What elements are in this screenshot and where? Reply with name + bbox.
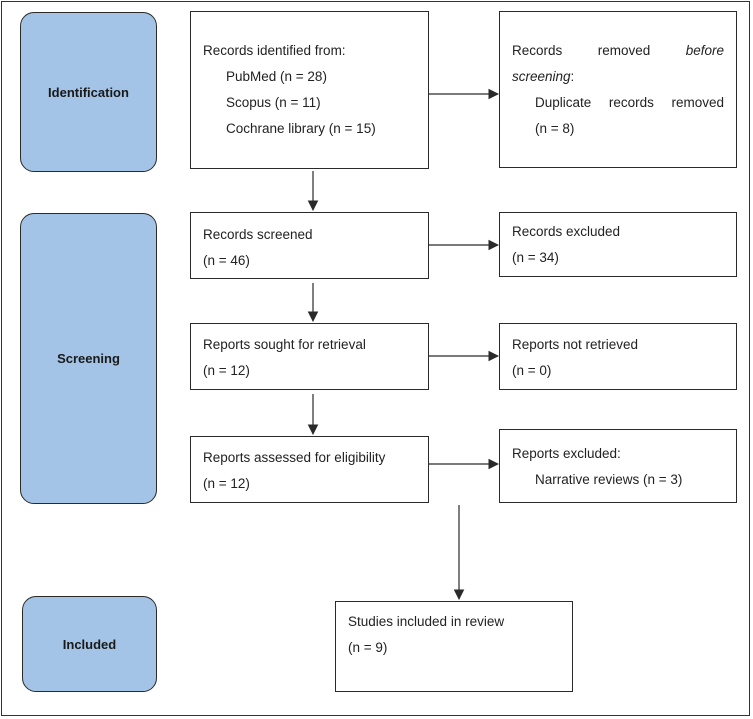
phase-included-label: Included	[62, 636, 117, 652]
reports-not-retrieved-box: Reports not retrieved (n = 0)	[499, 323, 737, 390]
reports-assessed-label: Reports assessed for eligibility	[203, 450, 386, 465]
removed-word-removed: removed	[597, 43, 651, 58]
reports-assessed-count: (n = 12)	[203, 476, 250, 491]
records-removed-box: Records removed before screening: Duplic…	[499, 11, 737, 168]
records-screened-box: Records screened (n = 46)	[190, 212, 429, 279]
reports-sought-label: Reports sought for retrieval	[203, 337, 366, 352]
reports-excluded-reason: Narrative reviews (n = 3)	[535, 472, 683, 487]
phase-identification: Identification	[20, 12, 157, 172]
removed-count: (n = 8)	[535, 121, 575, 136]
records-screened-label: Records screened	[203, 227, 313, 242]
studies-included-label: Studies included in review	[348, 614, 505, 629]
removed-line-2: screening:	[512, 64, 724, 90]
records-identified-box: Records identified from: PubMed (n = 28)…	[190, 11, 429, 169]
reports-not-retrieved-label: Reports not retrieved	[512, 337, 639, 352]
records-excluded-count: (n = 34)	[512, 250, 559, 265]
records-screened-count: (n = 46)	[203, 253, 250, 268]
removed-word-before: before	[685, 43, 724, 58]
studies-included-box: Studies included in review (n = 9)	[335, 601, 573, 692]
removed-colon: :	[570, 69, 575, 84]
phase-screening: Screening	[20, 213, 157, 504]
reports-not-retrieved-count: (n = 0)	[512, 363, 552, 378]
removed-word-records: Records	[512, 43, 563, 58]
phase-identification-label: Identification	[48, 84, 129, 100]
studies-included-count: (n = 9)	[348, 640, 388, 655]
phase-included: Included	[22, 596, 157, 692]
records-excluded-label: Records excluded	[512, 224, 621, 239]
phase-screening-label: Screening	[57, 351, 120, 366]
removed-word-removed-2: removed	[671, 95, 724, 110]
reports-excluded-box: Reports excluded: Narrative reviews (n =…	[499, 429, 737, 503]
removed-line-1: Records removed before	[512, 38, 724, 64]
reports-assessed-box: Reports assessed for eligibility (n = 12…	[190, 436, 429, 503]
records-identified-heading: Records identified from:	[203, 43, 346, 58]
removed-word-screening: screening	[512, 69, 571, 84]
removed-word-duplicate: Duplicate	[535, 95, 592, 110]
reports-excluded-label: Reports excluded:	[512, 446, 621, 461]
removed-line-3: Duplicate records removed	[512, 90, 724, 116]
source-scopus: Scopus (n = 11)	[226, 95, 321, 110]
records-excluded-box: Records excluded (n = 34)	[499, 212, 737, 277]
reports-sought-count: (n = 12)	[203, 363, 250, 378]
removed-word-records-2: records	[608, 95, 654, 110]
reports-sought-box: Reports sought for retrieval (n = 12)	[190, 323, 429, 390]
source-cochrane: Cochrane library (n = 15)	[226, 121, 376, 136]
source-pubmed: PubMed (n = 28)	[226, 69, 327, 84]
